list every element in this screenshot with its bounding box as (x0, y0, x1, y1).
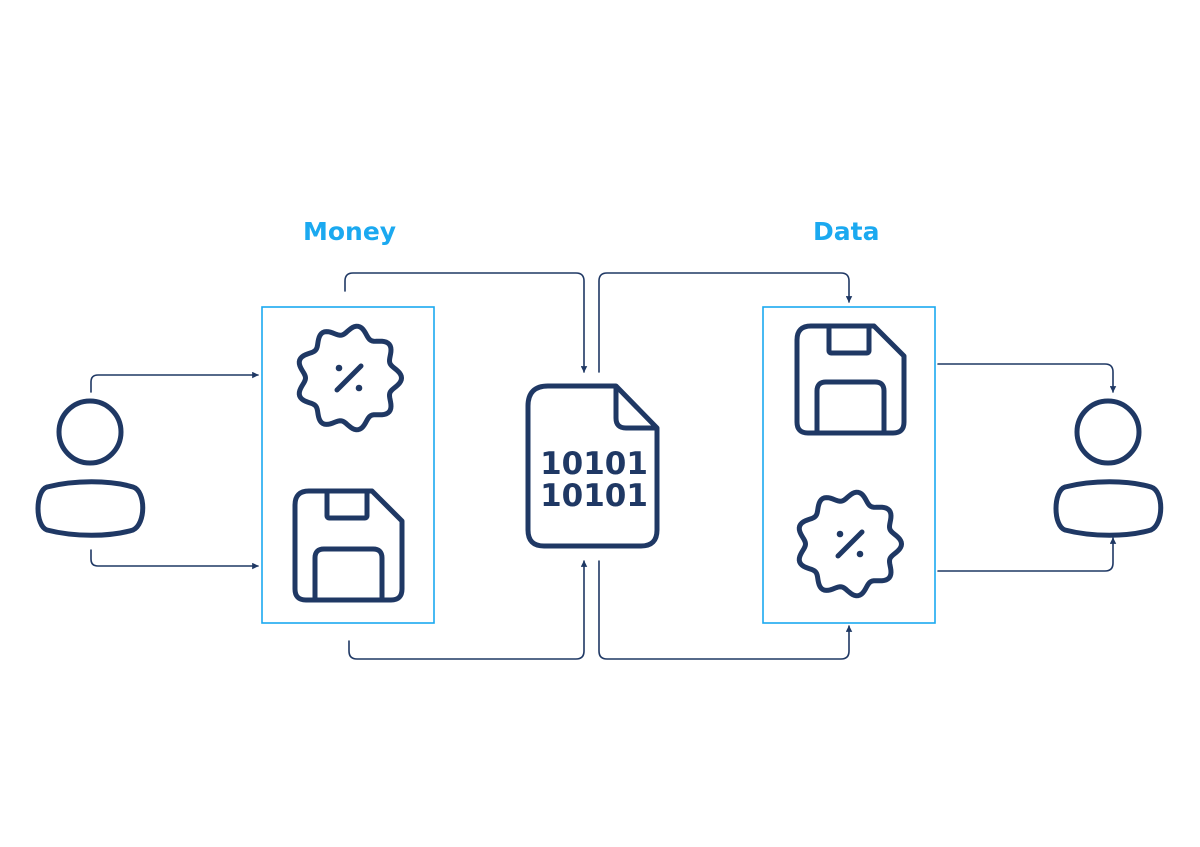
discount-badge-icon (796, 489, 905, 599)
money-group-box (261, 306, 435, 624)
connector-document-to-data-bottom (598, 560, 853, 660)
connector-user-to-floppy (90, 549, 259, 570)
connector-document-to-data (598, 272, 853, 373)
floppy-disk-icon (292, 488, 405, 603)
user-icon (35, 398, 146, 538)
connector-user-to-discount (90, 371, 259, 393)
data-label: Data (813, 217, 880, 246)
user-icon (1053, 398, 1164, 538)
connector-money-bottom-to-document (348, 560, 588, 660)
connector-discount-to-user (937, 537, 1117, 572)
floppy-disk-icon (794, 323, 907, 436)
discount-badge-icon (296, 323, 405, 433)
binary-text-line-2: 10101 (540, 478, 648, 514)
connector-money-to-document (344, 272, 588, 373)
data-group-box (762, 306, 936, 624)
binary-text-line-1: 10101 (540, 446, 648, 482)
connector-floppy-to-user (937, 363, 1117, 393)
money-label: Money (303, 217, 397, 246)
binary-file-icon: 10101 10101 (525, 383, 660, 549)
